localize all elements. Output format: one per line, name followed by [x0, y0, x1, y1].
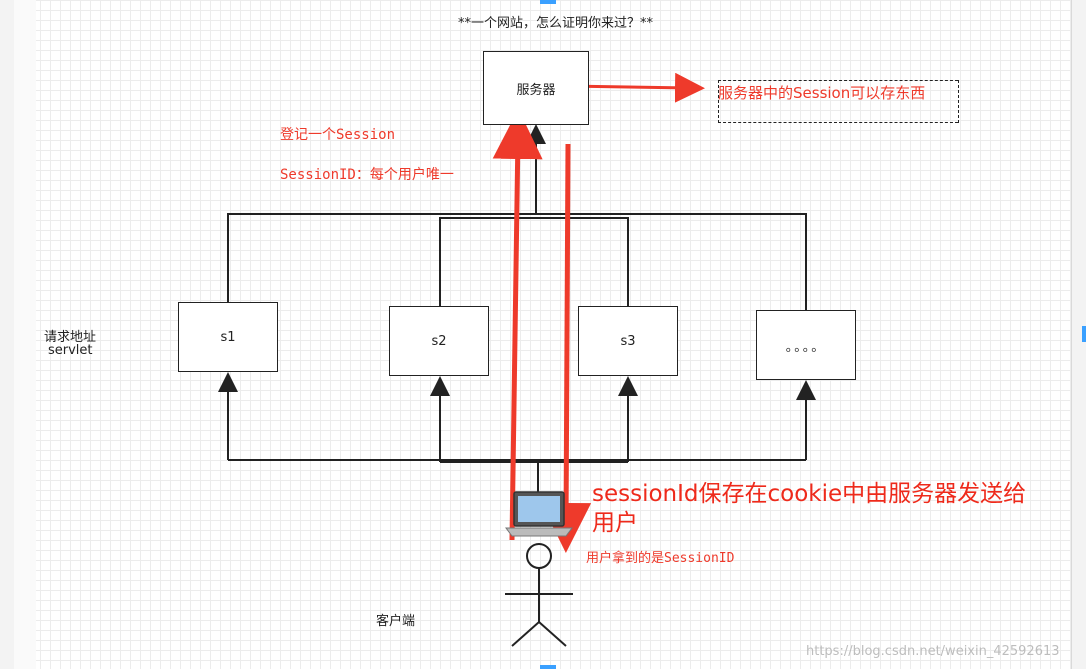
note-right-edge [957, 80, 959, 123]
lower-bus [218, 372, 816, 492]
bottom-resize-handle[interactable] [540, 665, 556, 669]
register-session-label: 登记一个Session [280, 127, 396, 143]
right-resize-handle[interactable] [1082, 326, 1086, 342]
callout-line1: sessionId保存在cookie中由服务器发送给 [592, 481, 1027, 507]
note-top-edge [718, 80, 958, 82]
left-frame-inner [14, 0, 36, 669]
callout-line2: 用户 [592, 510, 638, 536]
user-gets-label: 用户拿到的是SessionID [586, 551, 735, 566]
servlet-box-s1[interactable]: s1 [178, 302, 278, 372]
servlet-box-s2[interactable]: s2 [389, 306, 489, 376]
diagram-title: **一个网站，怎么证明你来过？** [458, 16, 654, 31]
csdn-watermark: https://blog.csdn.net/weixin_42592613 [806, 644, 1060, 659]
servlet-box-s3[interactable]: s3 [578, 306, 678, 376]
server-note-box[interactable] [718, 80, 958, 123]
server-note-text: 服务器中的Session可以存东西 [718, 84, 926, 102]
servlet-label: servlet [48, 343, 93, 358]
session-id-label: SessionID：每个用户唯一 [280, 167, 454, 183]
server-box[interactable]: 服务器 [483, 51, 589, 125]
request-address-label: 请求地址 [44, 330, 97, 345]
right-frame [1071, 0, 1086, 669]
client-label: 客户端 [376, 614, 416, 629]
user-stick-figure [505, 543, 573, 647]
laptop-icon [505, 491, 573, 537]
top-resize-handle[interactable] [540, 0, 556, 4]
servlet-box-more[interactable]: 。。。。 [756, 310, 856, 380]
